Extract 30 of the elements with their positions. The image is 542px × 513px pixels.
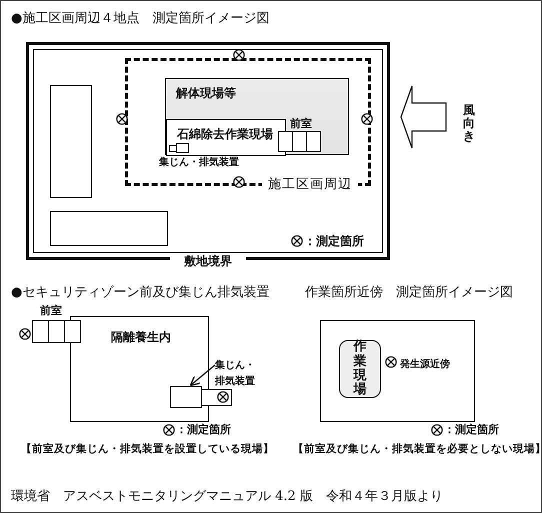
device-label: 集じん・排気装置 [215,358,259,386]
anteroom-label: 前室 [290,117,312,130]
anteroom-drawing [278,131,320,152]
section-heading: ●セキュリティゾーン前及び集じん排気装置 [11,285,270,301]
work-site-box [339,340,381,398]
building-box [50,211,168,246]
legend-label: ：測定箇所 [176,423,231,436]
area-label: 解体現場等 [176,86,236,100]
work-area-box [320,320,475,422]
dust-collector-drawing [169,143,189,153]
wind-label: 風向き [463,104,475,144]
leader-arrow [190,364,216,386]
area-label: 石綿除去作業現場 [177,127,273,142]
legend-label: ：測定箇所 [444,423,499,436]
area-label: 隔離養生内 [111,330,171,344]
anteroom-label: 前室 [40,304,62,318]
section-heading: 作業箇所近傍 測定箇所イメージ図 [305,285,513,301]
building-box [50,85,92,198]
enclosure-box [70,316,209,422]
dust-collector-drawing [170,386,232,408]
point-label: 発生源近傍 [400,359,450,371]
site-caption: 【前室及び集じん・排気装置を設置している現場】 [21,443,274,456]
site-caption: 【前室及び集じん・排気装置を必要としない現場】 [293,443,542,456]
device-label: 集じん・排気装置 [159,157,239,169]
anteroom-drawing [32,320,80,343]
diagram-title: ●施工区画周辺４地点 測定箇所イメージ図 [11,11,270,27]
legend-label: ：測定箇所 [304,234,364,248]
zone-label: 施工区画周辺 [262,177,358,193]
source-note: 環境省 アスベストモニタリングマニュアル 4.2 版 令和４年３月版より [11,489,443,505]
boundary-label: 敷地境界 [170,254,246,268]
